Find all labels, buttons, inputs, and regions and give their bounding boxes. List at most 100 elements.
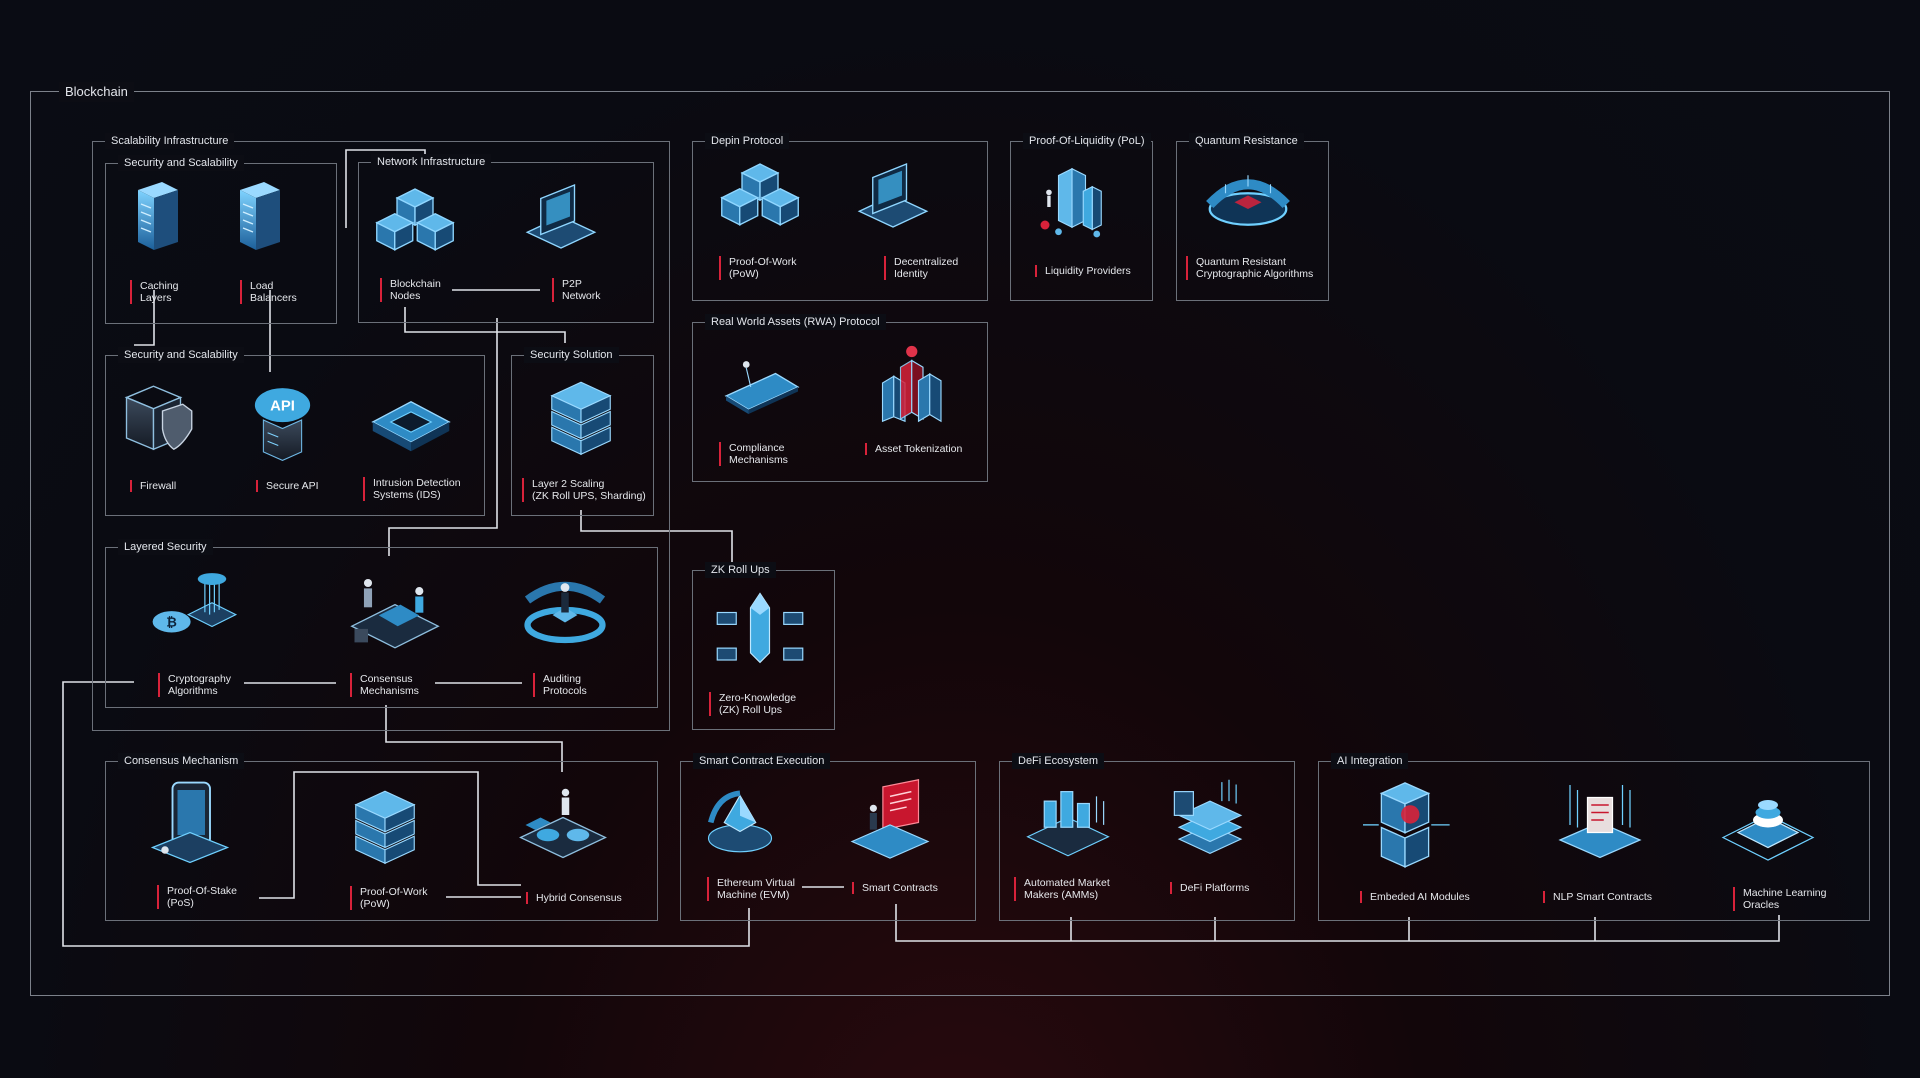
node-machine-learning-oracles[interactable]: Machine Learning Oracles [1708,775,1858,915]
node-consensus-mechanisms[interactable]: Consensus Mechanisms [325,556,465,701]
node-auditing-protocols[interactable]: Auditing Protocols [510,560,630,700]
cube-stack-icon [710,155,810,245]
node-liquidity-providers[interactable]: Liquidity Providers [1018,155,1146,285]
node-p2p-network[interactable]: P2P Network [516,176,636,306]
node-label: Proof-Of-Stake (PoS) [157,885,237,909]
server-tower-icon [220,176,300,256]
node-label: Layer 2 Scaling (ZK Roll UPS, Sharding) [522,478,646,502]
group-consensus-mechanism: Consensus Mechanism [105,753,658,921]
node-caching-layers[interactable]: Caching Layers [113,176,213,306]
group-zk-roll-ups: ZK Roll Ups [692,562,835,730]
group-layered-security: Layered Security [105,539,658,708]
node-load-balancers[interactable]: Load Balancers [220,176,320,306]
node-intrusion-detection[interactable]: Intrusion Detection Systems (IDS) [360,375,480,501]
group-defi-ecosystem: DeFi Ecosystem [999,753,1295,921]
node-label: Compliance Mechanisms [719,442,788,466]
group-scalability-infrastructure: Scalability Infrastructure [92,133,670,731]
node-label: Auditing Protocols [533,673,587,697]
group-title: Network Infrastructure [371,154,492,170]
node-label: P2P Network [552,278,601,302]
group-proof-of-liquidity: Proof-Of-Liquidity (PoL) [1010,133,1153,301]
stake-phone-icon [140,775,240,875]
node-label: Automated Market Makers (AMMs) [1014,877,1110,901]
node-label: Blockchain Nodes [380,278,441,302]
detection-device-icon [366,377,456,467]
node-zk-roll-ups[interactable]: Zero-Knowledge (ZK) Roll Ups [700,584,830,724]
group-security-scalability-2: Security and Scalability [105,347,485,516]
node-automated-market-makers[interactable]: Automated Market Makers (AMMs) [1010,775,1140,915]
ai-module-icon [1350,775,1460,880]
node-embedded-ai-modules[interactable]: Embeded AI Modules [1350,775,1490,915]
cube-cluster-icon [370,180,460,270]
node-asset-tokenization[interactable]: Asset Tokenization [858,340,978,470]
node-label: Machine Learning Oracles [1733,887,1826,911]
node-label: Cryptography Algorithms [158,673,231,697]
compliance-tablet-icon [712,342,812,432]
group-title: Real World Assets (RWA) Protocol [705,314,886,330]
node-blockchain-nodes[interactable]: Blockchain Nodes [366,176,476,306]
node-label: Liquidity Providers [1035,265,1131,277]
zk-laptops-icon [710,584,810,679]
node-label: Zero-Knowledge (ZK) Roll Ups [709,692,796,716]
blockchain-frame: Blockchain [30,82,1890,996]
group-network-infrastructure: Network Infrastructure [358,154,654,323]
pow-stack-icon [340,775,430,875]
group-title: Layered Security [118,539,213,555]
node-label: Embeded AI Modules [1360,891,1470,903]
node-label: Consensus Mechanisms [350,673,419,697]
laptop-network-icon [516,176,606,266]
node-firewall[interactable]: Firewall [113,375,213,500]
node-defi-platforms[interactable]: DeFi Platforms [1160,775,1280,915]
node-proof-of-work[interactable]: Proof-Of-Work (PoW) [340,775,460,915]
node-label: Decentralized Identity [884,256,958,280]
node-ethereum-virtual-machine[interactable]: Ethereum Virtual Machine (EVM) [695,775,825,915]
node-label: Ethereum Virtual Machine (EVM) [707,877,795,901]
group-security-scalability-1: Security and Scalability [105,155,337,324]
node-label: Firewall [130,480,176,492]
group-ai-integration: AI Integration [1318,753,1870,921]
group-rwa-protocol: Real World Assets (RWA) Protocol [692,314,988,482]
node-label: Asset Tokenization [865,443,962,455]
group-title: Security and Scalability [118,347,244,363]
shield-cube-icon [113,375,203,465]
page-title: Blockchain [59,82,134,102]
group-title: AI Integration [1331,753,1409,769]
node-secure-api[interactable]: Secure API [240,375,340,500]
city-tokens-icon [860,340,950,435]
node-proof-of-stake[interactable]: Proof-Of-Stake (PoS) [140,775,260,915]
group-title: Quantum Resistance [1189,133,1304,149]
quantum-ring-icon [1193,155,1303,245]
people-platform-icon [325,556,465,664]
node-decentralized-identity[interactable]: Decentralized Identity [848,155,968,285]
group-title: Scalability Infrastructure [105,133,235,149]
node-quantum-resistant-algorithms[interactable]: Quantum Resistant Cryptographic Algorith… [1183,155,1323,285]
group-security-solution: Security Solution [511,347,654,516]
group-title: Smart Contract Execution [693,753,831,769]
layered-server-icon [536,366,626,466]
node-hybrid-consensus[interactable]: Hybrid Consensus [508,775,643,915]
group-title: Proof-Of-Liquidity (PoL) [1023,133,1151,149]
node-compliance-mechanisms[interactable]: Compliance Mechanisms [712,340,832,470]
node-cryptography-algorithms[interactable]: Cryptography Algorithms [118,560,268,700]
group-title: Security and Scalability [118,155,244,171]
server-rack-icon [118,176,198,256]
nlp-document-icon [1545,775,1655,875]
node-label: NLP Smart Contracts [1543,891,1652,903]
node-label: Intrusion Detection Systems (IDS) [363,477,461,501]
node-label: Proof-Of-Work (PoW) [719,256,796,280]
contract-screen-icon [840,775,940,870]
group-title: DeFi Ecosystem [1012,753,1105,769]
liquidity-towers-icon [1027,155,1117,250]
node-label: Hybrid Consensus [526,892,622,904]
node-label: DeFi Platforms [1170,882,1249,894]
node-layer2-scaling[interactable]: Layer 2 Scaling (ZK Roll UPS, Sharding) [518,366,648,506]
node-depin-proof-of-work[interactable]: Proof-Of-Work (PoW) [710,155,830,285]
group-title: Depin Protocol [705,133,790,149]
node-label: Caching Layers [130,280,179,304]
group-smart-contract-execution: Smart Contract Execution [680,753,976,921]
node-smart-contracts[interactable]: Smart Contracts [840,775,960,915]
hybrid-platform-icon [508,775,618,875]
node-nlp-smart-contracts[interactable]: NLP Smart Contracts [1540,775,1680,915]
group-title: ZK Roll Ups [705,562,776,578]
